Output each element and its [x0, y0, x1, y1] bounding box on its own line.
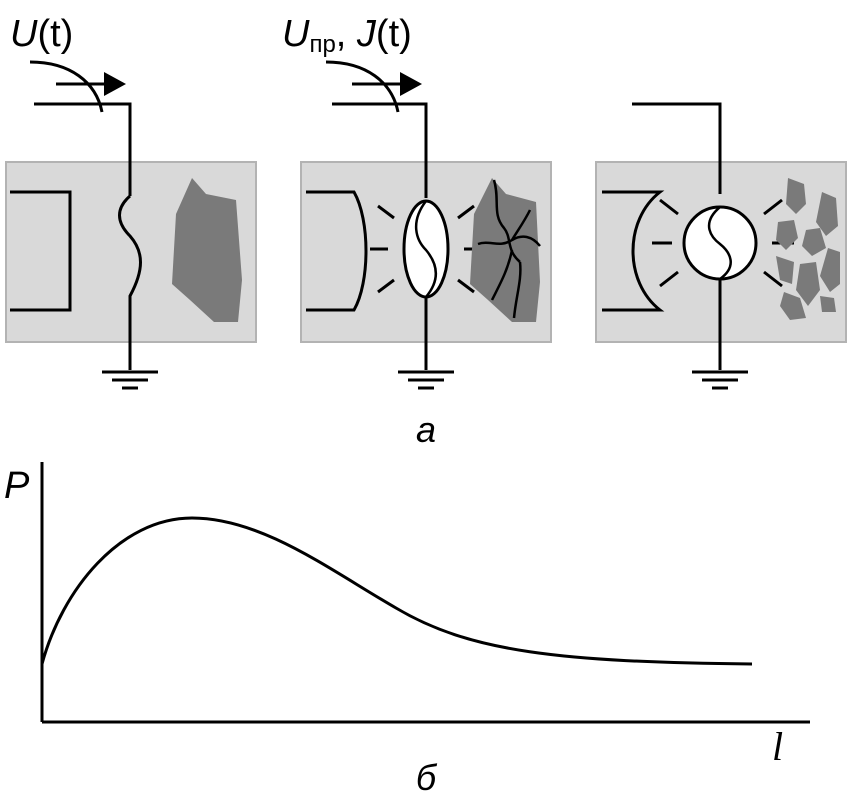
- panel-a-label: а: [416, 409, 436, 450]
- electrode: [306, 190, 368, 312]
- fracture-lines: [477, 179, 541, 319]
- signal-curve: [29, 60, 104, 113]
- signal-arrow-head: [400, 72, 422, 96]
- rock-fragments: [776, 178, 840, 320]
- x-axis-label: l: [772, 724, 783, 769]
- discharge-path: [415, 200, 437, 298]
- discharge-rays: [370, 204, 482, 294]
- panel-b: P l б: [4, 462, 810, 798]
- signal-curve: [325, 60, 400, 113]
- signal-arrow-head: [104, 72, 126, 96]
- stage-1: U(t): [5, 13, 257, 390]
- ground-icon: [398, 370, 454, 390]
- electrode: [602, 190, 665, 312]
- ground-icon: [692, 370, 748, 390]
- wavy-conductor: [118, 194, 142, 342]
- rock-fragment: [172, 178, 242, 322]
- discharge-path: [707, 206, 732, 281]
- input-wire: [332, 102, 428, 198]
- stage-2: Uпр, J(t): [282, 13, 552, 390]
- y-axis-label: P: [4, 465, 30, 507]
- panel-b-label: б: [416, 757, 438, 798]
- rock-fragment: [470, 178, 540, 322]
- curve: [40, 516, 753, 666]
- input-wire: [632, 102, 722, 194]
- input-wire: [34, 102, 132, 196]
- voltage-label: U(t): [10, 13, 73, 55]
- stage-3: [595, 102, 847, 390]
- electrode: [10, 190, 72, 312]
- ground-icon: [102, 370, 158, 390]
- voltage-current-label: Uпр, J(t): [282, 13, 412, 58]
